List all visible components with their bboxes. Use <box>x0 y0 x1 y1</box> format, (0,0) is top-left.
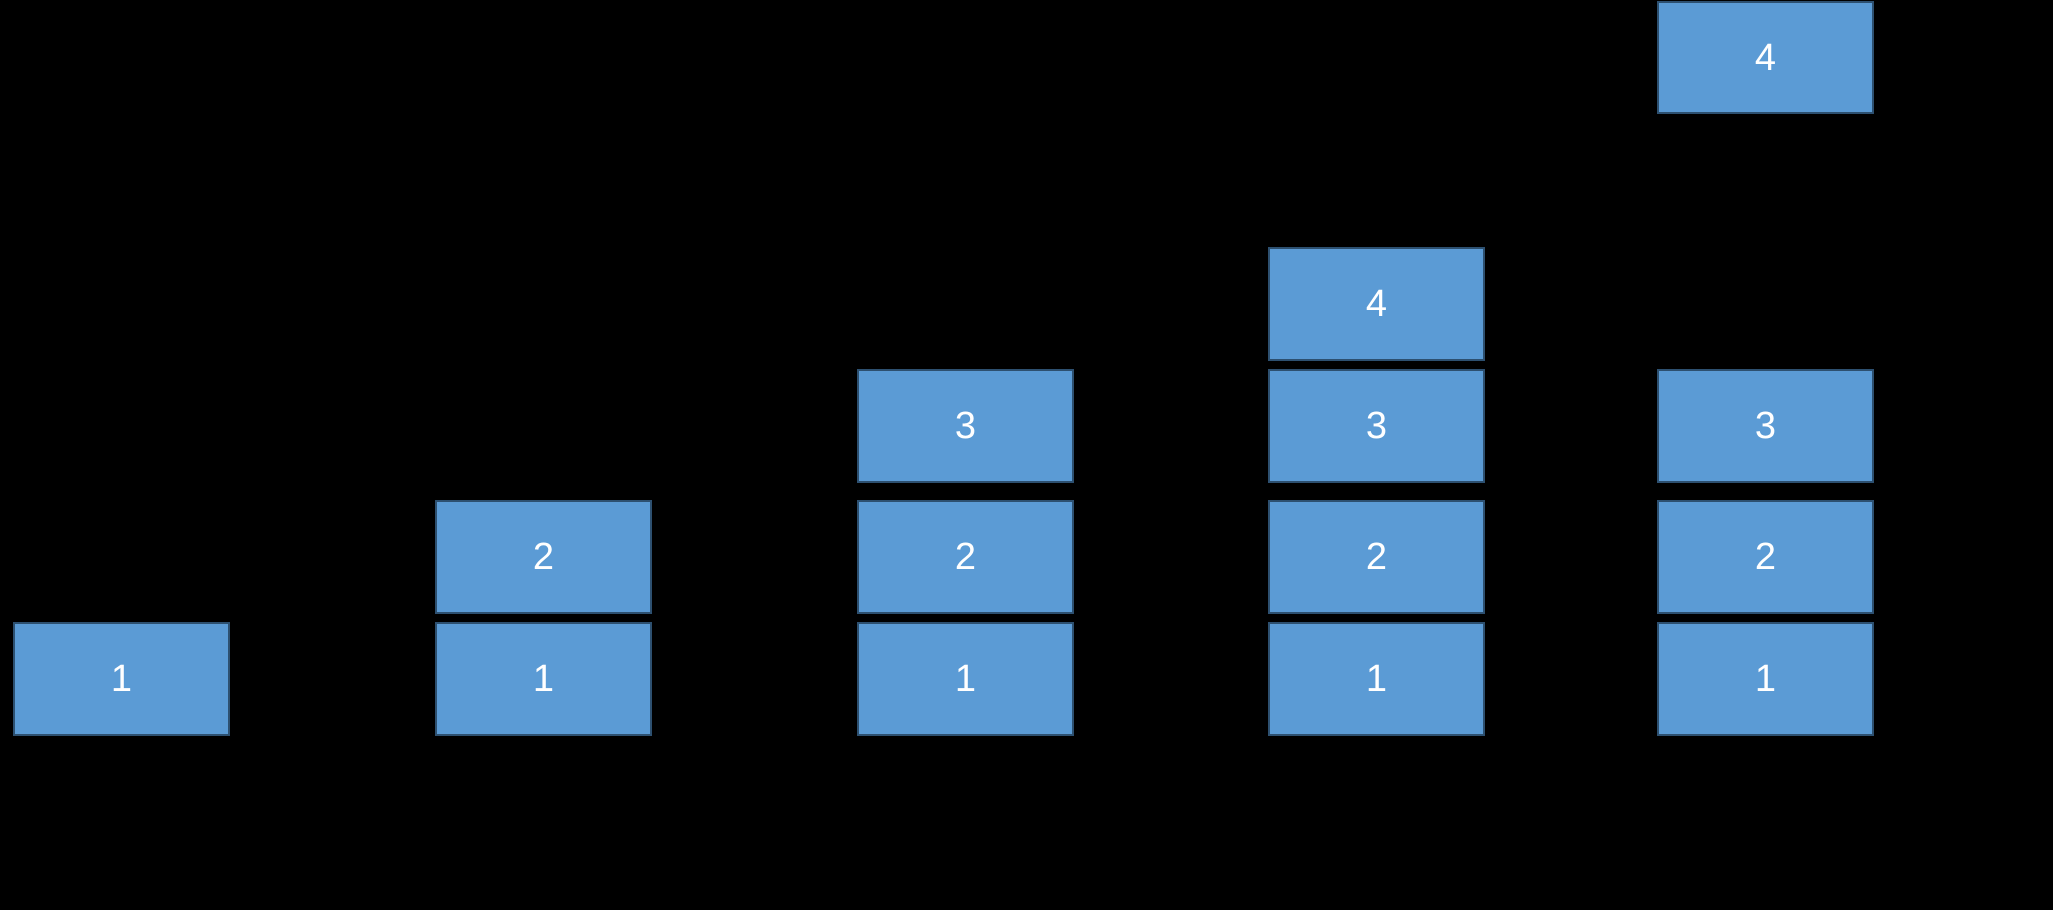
stack-box-step4-item3: 3 <box>1268 369 1485 483</box>
stack-box-step5-item2: 2 <box>1657 500 1874 614</box>
stack-box-step5-item1: 1 <box>1657 622 1874 736</box>
stack-box-step3-item2: 2 <box>857 500 1074 614</box>
stack-box-step1-item1: 1 <box>13 622 230 736</box>
stack-box-step4-item4: 4 <box>1268 247 1485 361</box>
stack-box-step4-item2: 2 <box>1268 500 1485 614</box>
stack-box-step2-item1: 1 <box>435 622 652 736</box>
stack-box-step5-item4-detached: 4 <box>1657 1 1874 114</box>
stack-box-step3-item1: 1 <box>857 622 1074 736</box>
stack-box-step5-item3: 3 <box>1657 369 1874 483</box>
stack-box-step2-item2: 2 <box>435 500 652 614</box>
stack-box-step3-item3: 3 <box>857 369 1074 483</box>
stack-box-step4-item1: 1 <box>1268 622 1485 736</box>
